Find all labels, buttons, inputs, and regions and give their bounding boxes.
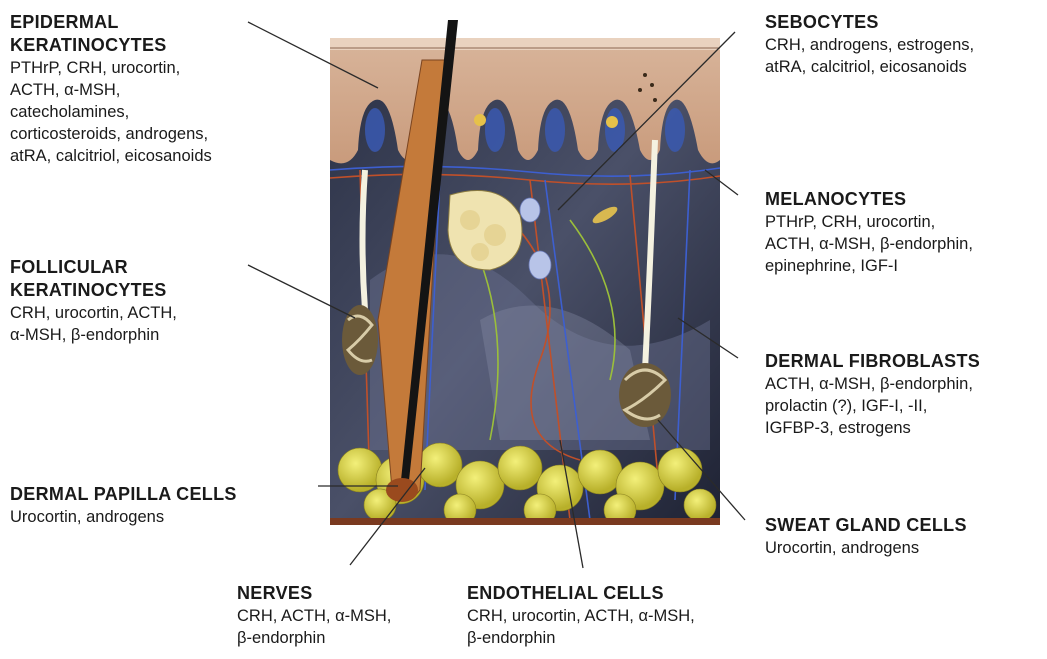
epidermal-line-2: ACTH, α-MSH,	[10, 79, 212, 101]
label-follicular-keratinocytes: FOLLICULAR KERATINOCYTES CRH, urocortin,…	[10, 256, 177, 346]
sebocytes-line-2: atRA, calcitriol, eicosanoids	[765, 56, 974, 78]
endothelial-line-1: CRH, urocortin, ACTH, α-MSH,	[467, 605, 695, 627]
follicular-title-2: KERATINOCYTES	[10, 279, 177, 302]
nerves-line-2: β-endorphin	[237, 627, 391, 649]
leader-follicular	[248, 265, 355, 318]
melanocytes-title: MELANOCYTES	[765, 188, 973, 211]
leader-sebocytes	[558, 32, 735, 210]
papilla-title: DERMAL PAPILLA CELLS	[10, 483, 237, 506]
fibroblasts-line-3: IGFBP-3, estrogens	[765, 417, 980, 439]
label-sweat-gland-cells: SWEAT GLAND CELLS Urocortin, androgens	[765, 514, 967, 559]
melanocytes-line-2: ACTH, α-MSH, β-endorphin,	[765, 233, 973, 255]
label-dermal-fibroblasts: DERMAL FIBROBLASTS ACTH, α-MSH, β-endorp…	[765, 350, 980, 439]
leader-sweat	[658, 420, 745, 520]
endothelial-line-2: β-endorphin	[467, 627, 695, 649]
follicular-line-2: α-MSH, β-endorphin	[10, 324, 177, 346]
sebocytes-title: SEBOCYTES	[765, 11, 974, 34]
label-epidermal-keratinocytes: EPIDERMAL KERATINOCYTES PTHrP, CRH, uroc…	[10, 11, 212, 167]
follicular-line-1: CRH, urocortin, ACTH,	[10, 302, 177, 324]
epidermal-line-1: PTHrP, CRH, urocortin,	[10, 57, 212, 79]
fibroblasts-title: DERMAL FIBROBLASTS	[765, 350, 980, 373]
label-melanocytes: MELANOCYTES PTHrP, CRH, urocortin, ACTH,…	[765, 188, 973, 277]
melanocytes-line-1: PTHrP, CRH, urocortin,	[765, 211, 973, 233]
leader-melanocytes	[705, 170, 738, 195]
nerves-title: NERVES	[237, 582, 391, 605]
leader-endothelial	[560, 440, 583, 568]
papilla-line-1: Urocortin, androgens	[10, 506, 237, 528]
follicular-title-1: FOLLICULAR	[10, 256, 177, 279]
epidermal-line-3: catecholamines,	[10, 101, 212, 123]
epidermal-title-1: EPIDERMAL	[10, 11, 212, 34]
endothelial-title: ENDOTHELIAL CELLS	[467, 582, 695, 605]
fibroblasts-line-2: prolactin (?), IGF-I, -II,	[765, 395, 980, 417]
label-endothelial-cells: ENDOTHELIAL CELLS CRH, urocortin, ACTH, …	[467, 582, 695, 649]
melanocytes-line-3: epinephrine, IGF-I	[765, 255, 973, 277]
label-dermal-papilla-cells: DERMAL PAPILLA CELLS Urocortin, androgen…	[10, 483, 237, 528]
sebocytes-line-1: CRH, androgens, estrogens,	[765, 34, 974, 56]
sweat-title: SWEAT GLAND CELLS	[765, 514, 967, 537]
epidermal-line-4: corticosteroids, androgens,	[10, 123, 212, 145]
fibroblasts-line-1: ACTH, α-MSH, β-endorphin,	[765, 373, 980, 395]
leader-epidermal	[248, 22, 378, 88]
label-sebocytes: SEBOCYTES CRH, androgens, estrogens, atR…	[765, 11, 974, 78]
leader-nerves	[350, 468, 425, 565]
epidermal-line-5: atRA, calcitriol, eicosanoids	[10, 145, 212, 167]
nerves-line-1: CRH, ACTH, α-MSH,	[237, 605, 391, 627]
label-nerves: NERVES CRH, ACTH, α-MSH, β-endorphin	[237, 582, 391, 649]
epidermal-title-2: KERATINOCYTES	[10, 34, 212, 57]
leader-fibroblasts	[678, 318, 738, 358]
sweat-line-1: Urocortin, androgens	[765, 537, 967, 559]
